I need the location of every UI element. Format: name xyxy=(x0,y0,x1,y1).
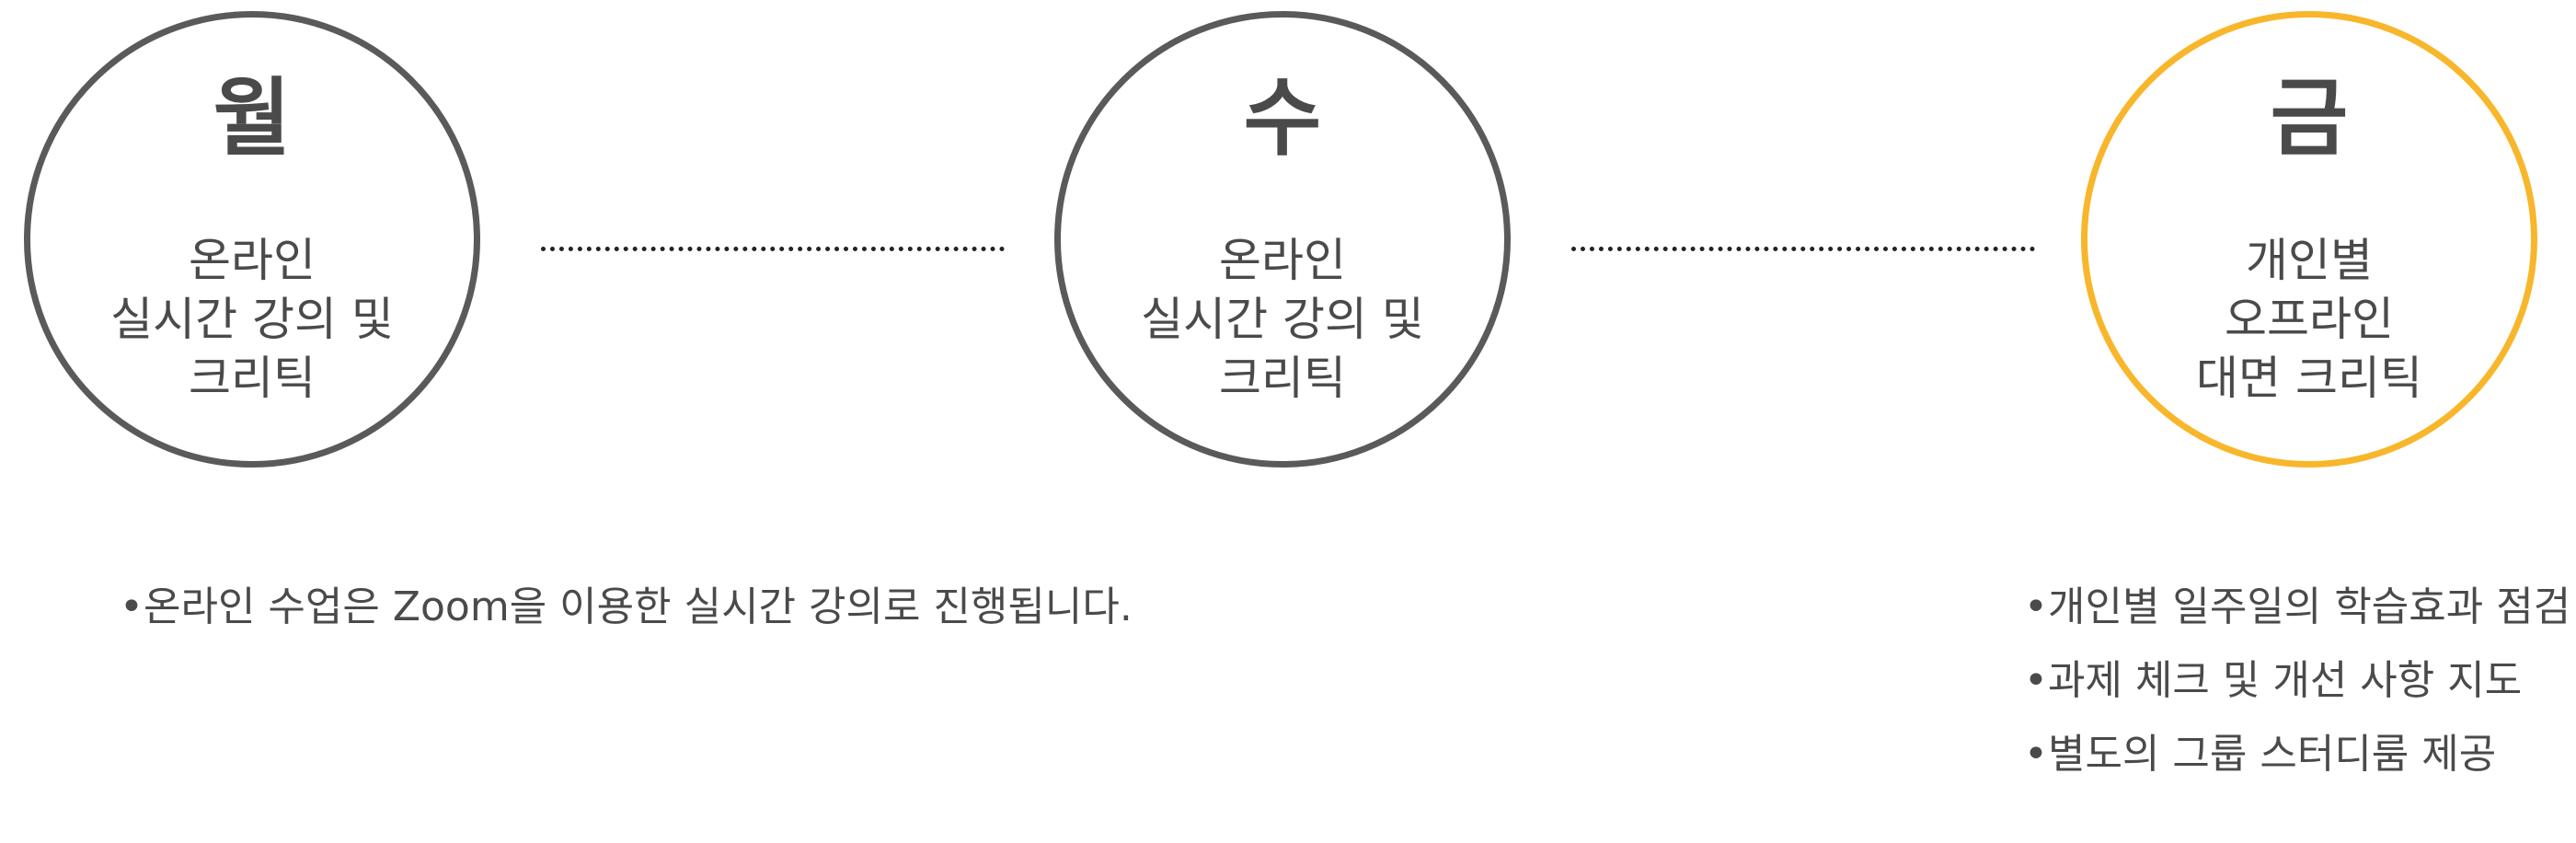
wednesday-description-line: 크리틱 xyxy=(1219,352,1346,405)
friday-description-line: 오프라인 xyxy=(2225,293,2394,346)
monday-description-line: 크리틱 xyxy=(189,352,316,405)
day-label-wednesday: 수 xyxy=(1243,69,1322,167)
note-item: •개인별 일주일의 학습효과 점검 xyxy=(2024,571,2570,644)
monday-description-line: 실시간 강의 및 xyxy=(110,293,394,346)
day-label-friday: 금 xyxy=(2270,69,2349,167)
note-text: 별도의 그룹 스터디룸 제공 xyxy=(2048,731,2497,778)
bullet-icon: • xyxy=(120,583,144,630)
monday-description: 온라인 실시간 강의 및 크리틱 xyxy=(49,231,455,408)
note-item: •과제 체크 및 개선 사항 지도 xyxy=(2024,644,2570,718)
note-item: •온라인 수업은 Zoom을 이용한 실시간 강의로 진행됩니다. xyxy=(120,571,1133,644)
wednesday-description-line: 온라인 xyxy=(1219,234,1346,287)
monday-description-line: 온라인 xyxy=(189,234,316,287)
wednesday-description: 온라인 실시간 강의 및 크리틱 xyxy=(1079,231,1486,408)
note-text: 과제 체크 및 개선 사항 지도 xyxy=(2048,657,2523,704)
wednesday-circle: 수 온라인 실시간 강의 및 크리틱 xyxy=(1054,11,1511,468)
wednesday-description-line: 실시간 강의 및 xyxy=(1141,293,1424,346)
bullet-icon: • xyxy=(2024,731,2048,778)
friday-description-line: 개인별 xyxy=(2246,234,2373,287)
friday-description-line: 대면 크리틱 xyxy=(2196,352,2422,405)
offline-critique-notes: •개인별 일주일의 학습효과 점검 •과제 체크 및 개선 사항 지도 •별도의… xyxy=(2024,571,2570,791)
online-class-notes: •온라인 수업은 Zoom을 이용한 실시간 강의로 진행됩니다. xyxy=(120,571,1133,644)
note-item: •별도의 그룹 스터디룸 제공 xyxy=(2024,718,2570,791)
day-label-monday: 월 xyxy=(213,69,292,167)
note-text: 개인별 일주일의 학습효과 점검 xyxy=(2048,583,2571,630)
bullet-icon: • xyxy=(2024,583,2048,630)
bullet-icon: • xyxy=(2024,657,2048,704)
friday-description: 개인별 오프라인 대면 크리틱 xyxy=(2106,231,2513,408)
dotted-connector-1 xyxy=(541,247,1005,251)
friday-circle: 금 개인별 오프라인 대면 크리틱 xyxy=(2081,11,2537,468)
note-text: 온라인 수업은 Zoom을 이용한 실시간 강의로 진행됩니다. xyxy=(144,583,1133,630)
dotted-connector-2 xyxy=(1571,247,2035,251)
monday-circle: 월 온라인 실시간 강의 및 크리틱 xyxy=(24,11,480,468)
